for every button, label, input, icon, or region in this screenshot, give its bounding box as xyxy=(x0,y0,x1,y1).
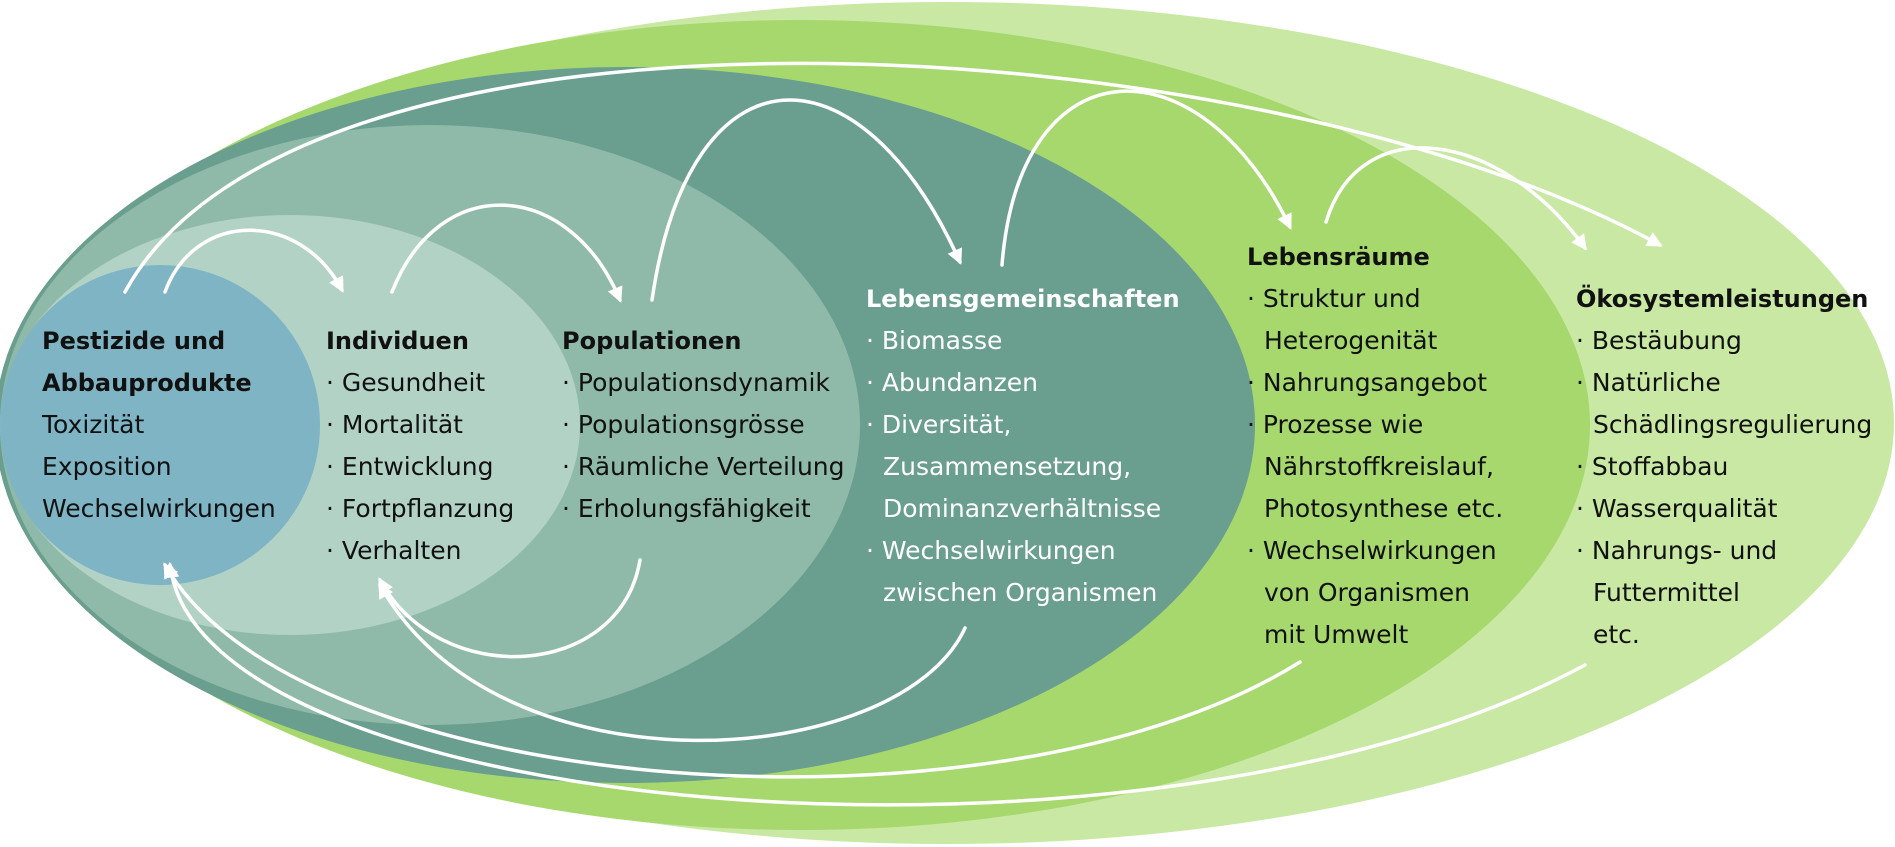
node-item: Wechselwirkungen xyxy=(1247,530,1503,572)
ecosystem-services-node: ÖkosystemleistungenBestäubungNatürlicheS… xyxy=(1576,278,1872,656)
node-item: Toxizität xyxy=(42,410,145,439)
node-item: Diversität, xyxy=(866,404,1180,446)
node-item: Biomasse xyxy=(866,320,1180,362)
node-item: Prozesse wie xyxy=(1247,404,1503,446)
node-item: Nährstoffkreislauf, xyxy=(1264,452,1494,481)
node-title: Populationen xyxy=(562,327,742,355)
node-item: Entwicklung xyxy=(326,446,514,488)
pesticides-ellipse xyxy=(0,265,320,585)
arrow-pesticides-to-individuals xyxy=(163,228,344,294)
arrow-communities-to-individuals xyxy=(378,582,967,743)
arrow-services-to-pesticides xyxy=(163,561,1587,807)
node-item: Fortpflanzung xyxy=(326,488,514,530)
node-title: Lebensräume xyxy=(1247,243,1430,271)
habitats-node: LebensräumeStruktur undHeterogenitätNahr… xyxy=(1247,236,1503,656)
node-item: Abundanzen xyxy=(866,362,1180,404)
node-item: Zusammensetzung, xyxy=(883,452,1132,481)
node-item: Futtermittel xyxy=(1593,578,1740,607)
arrow-populations-to-communities xyxy=(650,98,962,302)
arrow-pesticides-outer-to-services xyxy=(123,61,1663,294)
node-item: Erholungsfähigkeit xyxy=(562,488,845,530)
node-item: Bestäubung xyxy=(1576,320,1872,362)
node-item: Struktur und xyxy=(1247,278,1503,320)
arrow-populations-to-individuals xyxy=(378,558,642,659)
node-item: mit Umwelt xyxy=(1264,620,1409,649)
node-item: Schädlingsregulierung xyxy=(1593,410,1873,439)
node-item: von Organismen xyxy=(1264,578,1470,607)
node-item: zwischen Organismen xyxy=(883,578,1158,607)
node-item: Wasserqualität xyxy=(1576,488,1872,530)
node-item: Natürliche xyxy=(1576,362,1872,404)
node-title: Lebensgemeinschaften xyxy=(866,285,1180,313)
node-item: Populationsdynamik xyxy=(562,362,845,404)
populations-node: PopulationenPopulationsdynamikPopulation… xyxy=(562,320,845,530)
node-item: Wechselwirkungen xyxy=(866,530,1180,572)
arrow-communities-to-habitats xyxy=(1000,89,1292,267)
node-item: Heterogenität xyxy=(1264,326,1438,355)
node-item: Nahrungs- und xyxy=(1576,530,1872,572)
node-item: Wechselwirkungen xyxy=(42,494,276,523)
arrow-habitats-to-pesticides xyxy=(163,562,1302,779)
node-item: Stoffabbau xyxy=(1576,446,1872,488)
arrow-individuals-to-populations xyxy=(390,203,623,303)
node-item: Photosynthese etc. xyxy=(1264,494,1504,523)
communities-node: LebensgemeinschaftenBiomasseAbundanzenDi… xyxy=(866,278,1180,614)
node-item: Exposition xyxy=(42,452,172,481)
node-title: Individuen xyxy=(326,327,469,355)
node-item: Räumliche Verteilung xyxy=(562,446,845,488)
node-item: etc. xyxy=(1593,620,1640,649)
node-item: Dominanzverhältnisse xyxy=(883,494,1162,523)
node-title: Ökosystemleistungen xyxy=(1576,285,1869,313)
node-title: Pestizide und xyxy=(42,327,226,355)
node-item: Mortalität xyxy=(326,404,514,446)
node-item: Verhalten xyxy=(326,530,514,572)
arrow-habitats-to-services xyxy=(1324,146,1587,251)
individuals-node: IndividuenGesundheitMortalitätEntwicklun… xyxy=(326,320,514,572)
node-item: Gesundheit xyxy=(326,362,514,404)
node-item: Nahrungsangebot xyxy=(1247,362,1503,404)
node-item: Populationsgrösse xyxy=(562,404,845,446)
node-title: Abbauprodukte xyxy=(42,369,252,397)
